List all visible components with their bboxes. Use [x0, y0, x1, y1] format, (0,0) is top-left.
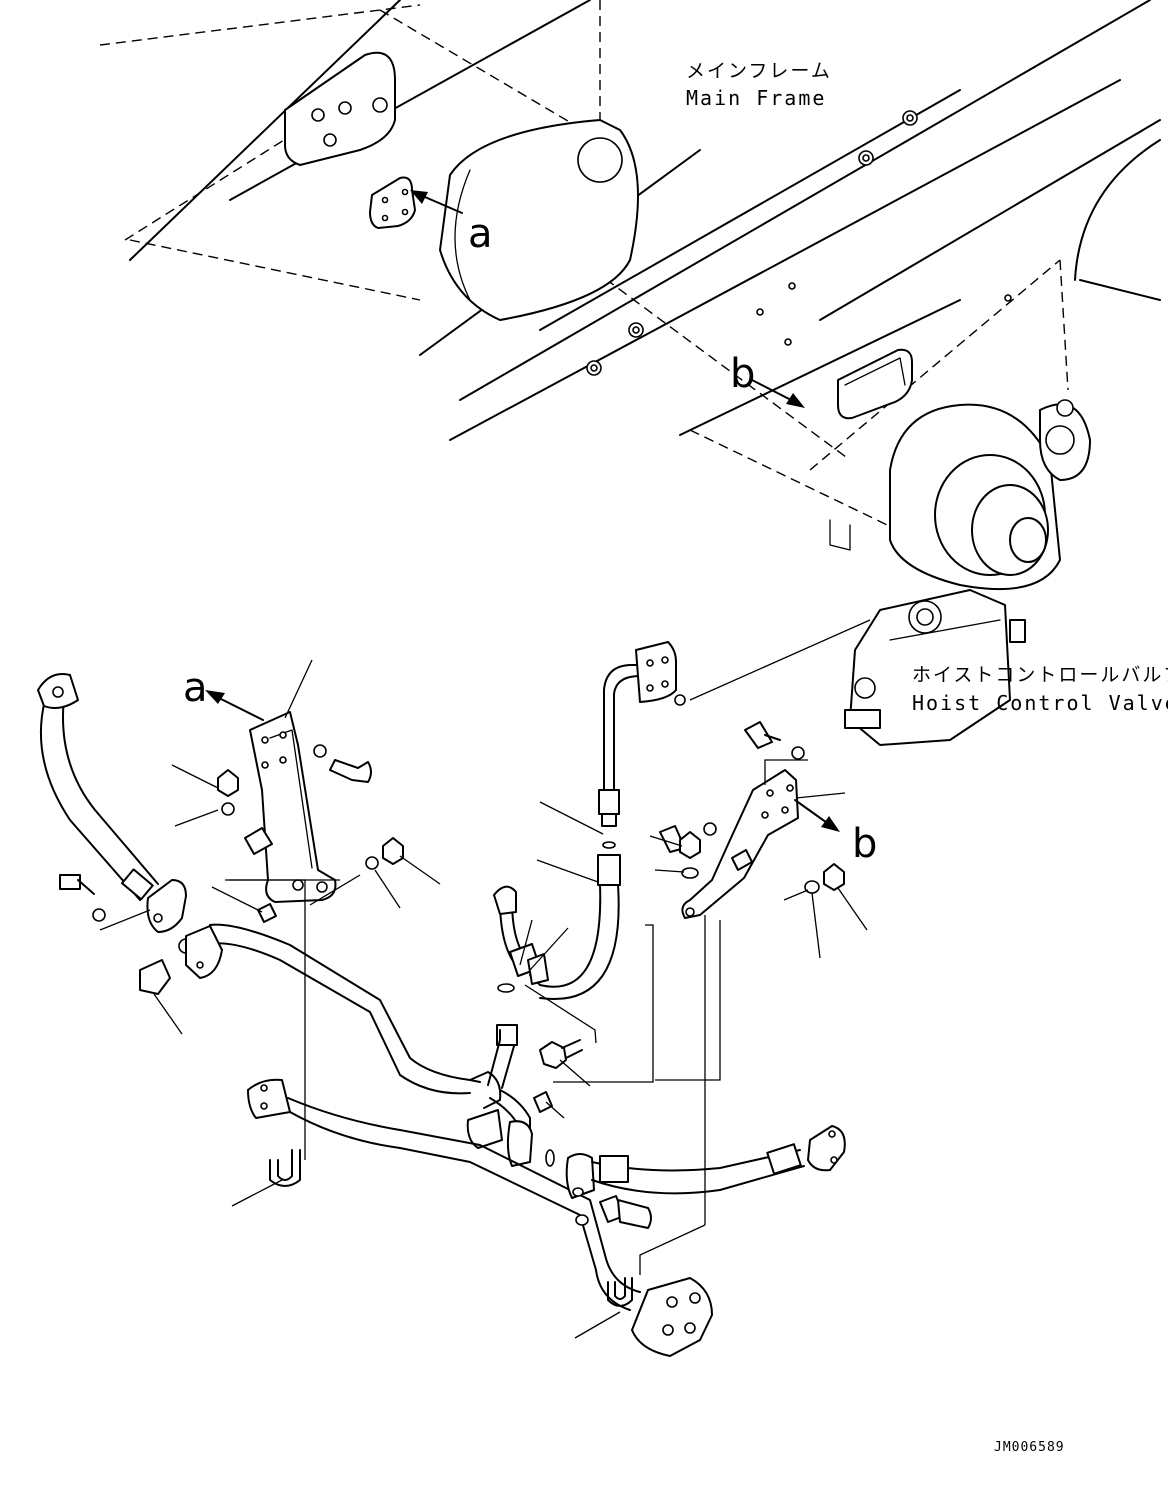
- callout-leaders: [153, 659, 868, 1339]
- left-hose-assembly: [37, 673, 194, 954]
- view-ref-b-frame: b: [730, 351, 756, 397]
- bracket-a: [217, 711, 404, 1160]
- view-ref-b-bracket: b: [852, 821, 878, 867]
- hoist-valve-label-jp: ホイストコントロールバルブ: [912, 664, 1168, 686]
- right-lower-hose: [565, 1125, 846, 1229]
- main-frame-drawing: [99, 0, 1161, 591]
- main-frame-label-en: Main Frame: [686, 86, 827, 110]
- view-ref-a-bracket: a: [183, 665, 208, 711]
- center-hose-assembly: [493, 641, 721, 1083]
- long-pipe: [139, 879, 555, 1167]
- view-ref-a-frame: a: [468, 211, 493, 257]
- bracket-b: [659, 721, 845, 1225]
- reference-arrow-bracket-a: [205, 690, 264, 721]
- main-frame-label-jp: メインフレーム: [686, 60, 832, 82]
- hoist-control-valve-drawing: [844, 589, 1026, 746]
- hoist-valve-label-en: Hoist Control Valve: [912, 691, 1168, 715]
- lower-pipe: [247, 1078, 713, 1357]
- reference-arrow-bracket-b: [794, 799, 840, 832]
- reference-arrows-frame: [410, 190, 805, 408]
- drawing-code: JM006589: [994, 1440, 1065, 1455]
